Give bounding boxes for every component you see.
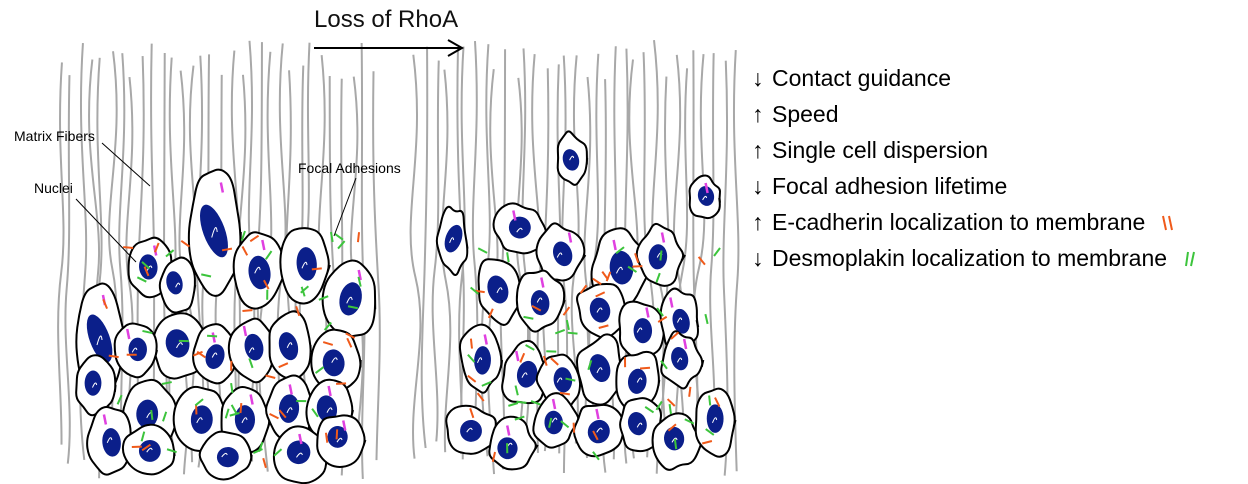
effect-item: ↑E-cadherin localization to membrane	[752, 204, 1197, 240]
nuclei-label: Nuclei	[34, 180, 73, 196]
desmoplakin-junction	[508, 403, 518, 406]
ecadherin-junction	[337, 429, 338, 439]
ecadherin-junction	[242, 310, 252, 311]
desmoplakin-junction	[555, 330, 564, 333]
desmoplakin-junction	[231, 383, 232, 393]
ecadherin-junction	[312, 268, 322, 269]
ecadherin-junction	[689, 387, 690, 397]
desmoplakin-junction	[151, 410, 152, 420]
effect-item: ↓Desmoplakin localization to membrane	[752, 240, 1197, 276]
effect-item: ↑Single cell dispersion	[752, 132, 1197, 168]
desmoplakin-marker-icon	[1179, 249, 1197, 269]
transition-arrow	[314, 40, 462, 56]
matrix-fiber	[119, 53, 124, 446]
matrix-fiber	[501, 49, 505, 469]
ecadherin-junction	[123, 247, 133, 248]
ecadherin-junction	[266, 375, 276, 378]
effect-text: E-cadherin localization to membrane	[772, 209, 1145, 235]
matrix-fiber	[373, 71, 380, 460]
matrix-fiber	[422, 47, 428, 448]
desmoplakin-junction	[670, 404, 671, 414]
effect-text: Speed	[772, 101, 839, 127]
direction-arrow: ↓	[752, 60, 772, 96]
desmoplakin-junction	[675, 439, 676, 449]
focal-adhesions-label: Focal Adhesions	[298, 160, 401, 176]
desmoplakin-junction	[660, 251, 661, 261]
desmoplakin-junction	[478, 248, 487, 253]
desmoplakin-junction	[714, 248, 720, 256]
effect-text: Desmoplakin localization to membrane	[772, 245, 1167, 271]
ecadherin-junction	[471, 339, 472, 349]
effect-text: Contact guidance	[772, 65, 951, 91]
matrix-fiber	[710, 53, 714, 444]
desmoplakin-junction	[705, 314, 707, 324]
matrix-fiber	[411, 55, 421, 459]
matrix-fiber	[693, 54, 704, 443]
ecadherin-junction	[358, 232, 359, 242]
diagram-title: Loss of RhoA	[314, 6, 458, 34]
effects-list: ↓Contact guidance ↑Speed ↑Single cell di…	[752, 60, 1197, 276]
effect-text: Focal adhesion lifetime	[772, 173, 1007, 199]
effect-item: ↑Speed	[752, 96, 1197, 132]
effect-text: Single cell dispersion	[772, 137, 988, 163]
ecadherin-junction	[326, 433, 327, 443]
effect-item: ↓Contact guidance	[752, 60, 1197, 96]
matrix-fiber	[362, 43, 365, 479]
effect-item: ↓Focal adhesion lifetime	[752, 168, 1197, 204]
direction-arrow: ↓	[752, 240, 772, 276]
direction-arrow: ↑	[752, 96, 772, 132]
ecadherin-junction	[640, 368, 650, 369]
ecadherin-junction	[668, 399, 675, 406]
nucleus	[128, 338, 147, 362]
desmoplakin-junction	[507, 252, 509, 262]
matrix-fiber	[734, 50, 738, 471]
desmoplakin-junction	[568, 333, 578, 334]
direction-arrow: ↑	[752, 204, 772, 240]
matrix-fibers-label: Matrix Fibers	[14, 128, 95, 144]
desmoplakin-junction	[709, 395, 710, 405]
matrix-fiber	[693, 50, 697, 460]
direction-arrow: ↑	[752, 132, 772, 168]
desmoplakin-junction	[517, 402, 527, 403]
ecadherin-marker-icon	[1158, 213, 1176, 233]
matrix-fiber	[58, 62, 63, 444]
desmoplakin-junction	[207, 336, 217, 337]
direction-arrow: ↓	[752, 168, 772, 204]
ecadherin-junction	[240, 403, 241, 413]
cell-clusters	[76, 131, 735, 483]
